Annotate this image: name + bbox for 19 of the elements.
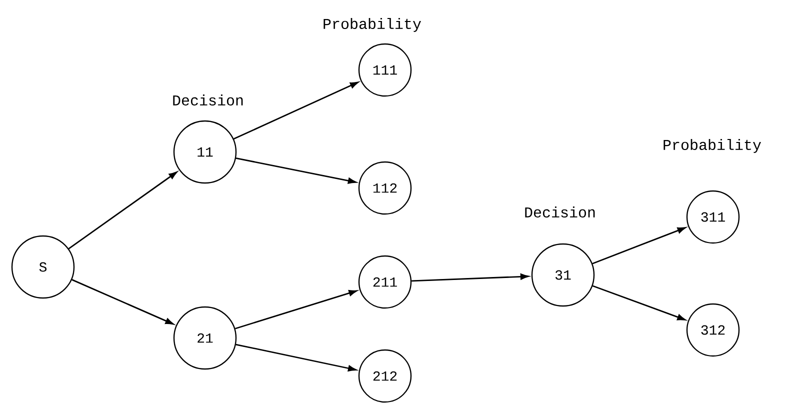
circle-node: 31 — [531, 243, 595, 307]
circle-node: 212 — [358, 349, 412, 403]
arrow — [236, 344, 356, 372]
circle-node: 211 — [358, 255, 412, 309]
circle-node: S — [11, 235, 75, 299]
circle-node: 111 — [358, 43, 412, 97]
circle-node: 312 — [686, 303, 740, 357]
arrow — [234, 290, 358, 330]
arrow — [236, 158, 356, 184]
circle-node: 112 — [358, 161, 412, 215]
arrow — [592, 285, 686, 320]
circle-node: 21 — [173, 306, 237, 370]
circle-node: 11 — [173, 120, 237, 184]
circle-node: 311 — [686, 190, 740, 244]
arrow — [72, 279, 174, 325]
arrow — [412, 274, 529, 282]
arrow — [233, 82, 358, 140]
arrow — [68, 172, 178, 250]
arrow — [592, 227, 686, 264]
